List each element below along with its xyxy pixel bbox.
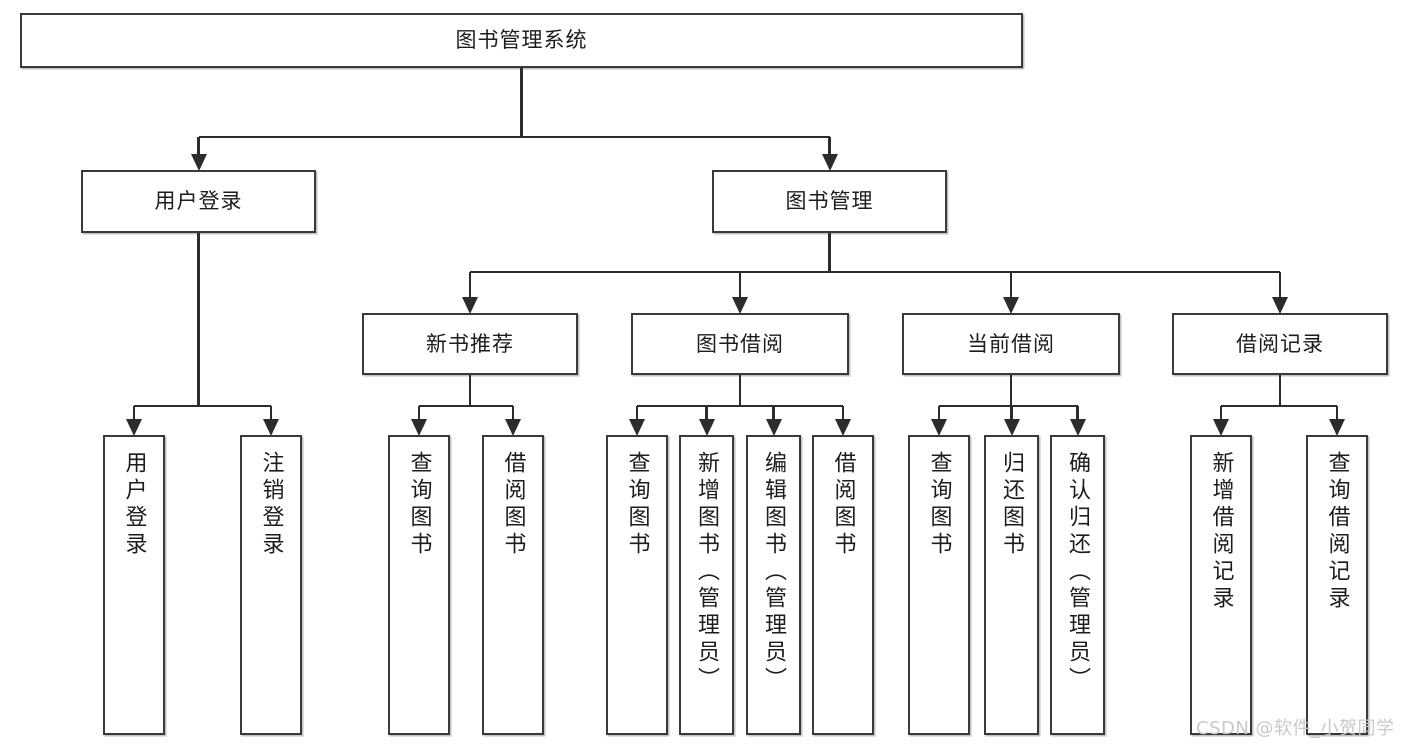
leaf-node-5: 新增图书（管理员） [679,435,734,735]
leaf-node-10: 确认归还（管理员） [1050,435,1105,735]
node-label: 用户登录 [121,451,147,559]
bus-under-新书推荐 [419,404,513,408]
arrow-to-查询图书 [411,419,427,436]
node-label: 查询图书 [624,451,650,559]
node-l3-0: 新书推荐 [362,313,578,375]
drop-to-图书管理 [828,137,831,155]
stem-from-用户登录 [197,233,200,406]
stem-from-图书借阅 [738,375,742,406]
node-l3-1: 图书借阅 [631,313,849,375]
drop-to-新书推荐 [468,272,472,298]
stem-from-图书管理 [828,233,831,272]
drop-to-当前借阅 [1009,272,1013,298]
node-label: 归还图书 [999,451,1025,559]
leaf-node-4: 查询图书 [606,435,668,735]
drop-to-编辑图书管理员 [772,406,775,420]
stem-from-图书管理系统 [520,68,523,137]
node-label: 新书推荐 [426,331,514,356]
arrow-to-新增图书管理员 [698,419,715,436]
arrow-to-编辑图书管理员 [765,419,782,436]
arrow-to-图书借阅 [732,297,748,314]
arrow-to-查询图书 [629,419,645,436]
drop-to-查询图书 [937,406,941,420]
bus-under-借阅记录 [1221,404,1337,408]
drop-to-新增图书管理员 [705,406,708,420]
root-node: 图书管理系统 [20,13,1023,68]
drop-to-确认归还管理员 [1076,406,1079,420]
node-label: 编辑图书（管理员） [761,451,787,694]
arrow-to-查询借阅记录 [1329,419,1345,436]
node-label: 当前借阅 [967,331,1055,356]
arrow-to-图书管理 [821,154,838,171]
node-label: 用户登录 [154,189,243,214]
node-l2-0: 用户登录 [81,170,316,233]
bus-under-用户登录 [134,404,271,408]
arrow-to-新增借阅记录 [1213,419,1229,436]
leaf-node-11: 新增借阅记录 [1190,435,1252,735]
node-label: 借阅图书 [830,451,856,559]
arrow-to-查询图书 [931,419,947,436]
node-label: 确认归还（管理员） [1065,451,1091,694]
drop-to-借阅记录 [1278,272,1282,298]
arrow-to-借阅记录 [1272,297,1288,314]
leaf-node-2: 查询图书 [388,435,450,735]
drop-to-用户登录 [132,406,136,420]
leaf-node-9: 归还图书 [984,435,1039,735]
node-label: 借阅图书 [500,451,526,559]
stem-from-借阅记录 [1278,375,1282,406]
arrow-to-归还图书 [1003,419,1020,436]
leaf-node-7: 借阅图书 [812,435,874,735]
leaf-node-6: 编辑图书（管理员） [746,435,801,735]
node-label: 图书管理系统 [455,28,588,53]
arrow-to-用户登录 [126,419,142,436]
arrow-to-借阅图书 [505,419,521,436]
bus-under-图书管理 [470,270,1280,274]
node-label: 查询图书 [926,451,952,559]
node-l2-1: 图书管理 [712,170,947,233]
leaf-node-0: 用户登录 [103,435,165,735]
drop-to-用户登录 [197,137,200,155]
leaf-node-1: 注销登录 [240,435,302,735]
node-label: 图书借阅 [696,331,784,356]
node-label: 查询图书 [406,451,432,559]
stem-from-当前借阅 [1009,375,1013,406]
leaf-node-3: 借阅图书 [482,435,544,735]
drop-to-图书借阅 [738,272,742,298]
arrow-to-确认归还管理员 [1069,419,1086,436]
drop-to-新增借阅记录 [1219,406,1223,420]
node-label: 借阅记录 [1236,331,1324,356]
node-label: 新增借阅记录 [1208,451,1234,613]
drop-to-借阅图书 [511,406,515,420]
bus-under-当前借阅 [939,404,1078,408]
arrow-to-注销登录 [263,419,279,436]
node-l3-3: 借阅记录 [1172,313,1388,375]
drop-to-注销登录 [269,406,273,420]
drop-to-查询图书 [635,406,639,420]
node-label: 查询借阅记录 [1324,451,1350,613]
leaf-node-8: 查询图书 [908,435,970,735]
bus-under-图书管理系统 [198,135,830,139]
drop-to-归还图书 [1010,406,1013,420]
node-label: 注销登录 [258,451,284,559]
drop-to-查询借阅记录 [1335,406,1339,420]
watermark-text: CSDN @软件_小贺同学 [1196,718,1395,739]
leaf-node-12: 查询借阅记录 [1306,435,1368,735]
drop-to-查询图书 [417,406,421,420]
bus-under-图书借阅 [637,404,843,408]
node-l3-2: 当前借阅 [902,313,1120,375]
node-label: 图书管理 [785,189,874,214]
arrow-to-借阅图书 [835,419,851,436]
node-label: 新增图书（管理员） [694,451,720,694]
stem-from-新书推荐 [468,375,472,406]
arrow-to-当前借阅 [1003,297,1019,314]
drop-to-借阅图书 [841,406,845,420]
arrow-to-新书推荐 [462,297,478,314]
arrow-to-用户登录 [190,154,207,171]
